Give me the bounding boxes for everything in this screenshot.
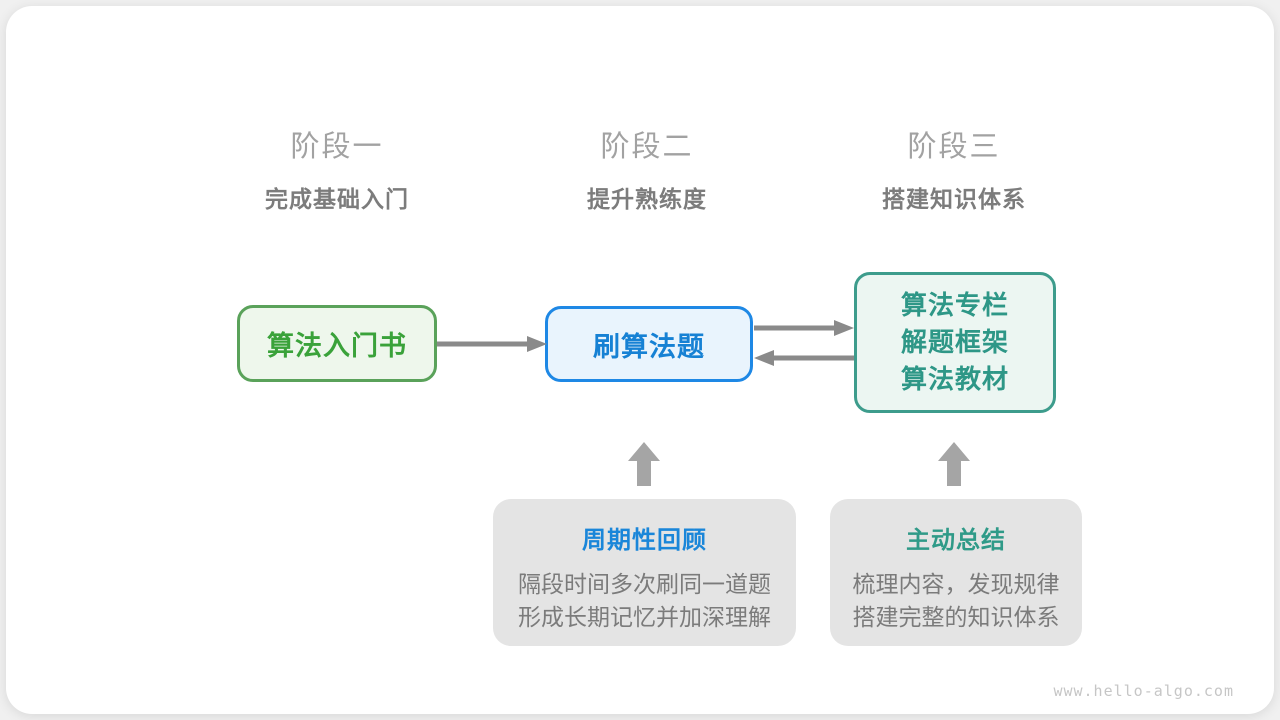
stage-header-2: 阶段二 提升熟练度 [487,130,807,214]
note-periodic-review: 周期性回顾 隔段时间多次刷同一道题 形成长期记忆并加深理解 [493,499,796,646]
note-active-summary-title: 主动总结 [906,527,1006,554]
stage-header-1: 阶段一 完成基础入门 [177,130,497,214]
watermark: www.hello-algo.com [1053,682,1234,700]
stage-2-title: 阶段二 [600,131,694,163]
diagram-card: 阶段一 完成基础入门 阶段二 提升熟练度 阶段三 搭建知识体系 算法入门书 刷算… [6,6,1274,714]
node-intro-book: 算法入门书 [237,305,437,382]
stage-3-subtitle: 搭建知识体系 [882,186,1026,212]
note-line: 搭建完整的知识体系 [852,604,1060,630]
node-resources-line-1: 算法专栏 [900,290,1009,320]
note-active-summary-body: 梳理内容，发现规律 搭建完整的知识体系 [830,568,1082,634]
stage-1-title: 阶段一 [290,131,384,163]
arrow-right-icon [437,336,547,352]
node-practice-label: 刷算法题 [593,331,705,362]
note-line: 隔段时间多次刷同一道题 [518,571,771,597]
note-line: 梳理内容，发现规律 [852,571,1060,597]
node-practice: 刷算法题 [545,306,753,382]
node-resources-line-2: 解题框架 [900,327,1009,357]
node-intro-book-label: 算法入门书 [267,331,407,361]
stage-3-title: 阶段三 [907,131,1001,163]
node-resources-line-3: 算法教材 [900,364,1009,394]
note-active-summary: 主动总结 梳理内容，发现规律 搭建完整的知识体系 [830,499,1082,646]
arrow-up-icon [938,442,970,486]
stage-2-subtitle: 提升熟练度 [587,186,707,212]
arrow-up-icon [628,442,660,486]
note-periodic-review-body: 隔段时间多次刷同一道题 形成长期记忆并加深理解 [493,568,796,634]
arrow-left-icon [754,350,854,366]
stage-1-subtitle: 完成基础入门 [265,186,409,212]
note-periodic-review-title: 周期性回顾 [582,527,707,554]
node-resources: 算法专栏 解题框架 算法教材 [854,272,1056,413]
stage-header-3: 阶段三 搭建知识体系 [794,130,1114,214]
arrow-right-icon [754,320,854,336]
note-line: 形成长期记忆并加深理解 [518,604,771,630]
